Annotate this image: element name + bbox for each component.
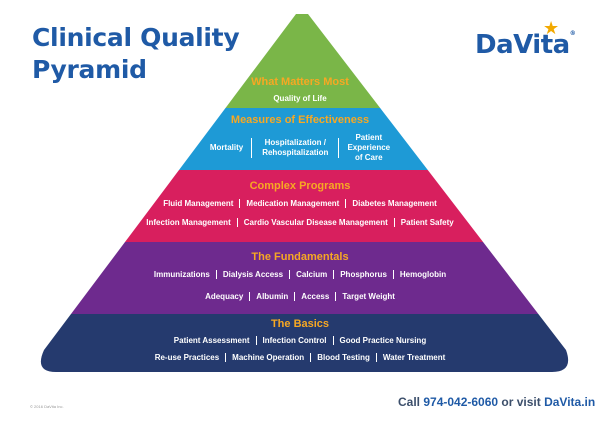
title-line-1: Clinical Quality — [32, 23, 240, 52]
logo-registered-mark: ® — [569, 30, 576, 37]
tier-complex-row-2: Infection Management Cardio Vascular Dis… — [0, 218, 600, 227]
tier-item: Hospitalization / Rehospitalization — [251, 138, 340, 158]
tier-title-complex: Complex Programs — [249, 180, 351, 192]
star-icon: ★ — [543, 18, 559, 39]
tier-title-basics: The Basics — [270, 318, 330, 330]
tier-basics-row-1: Patient Assessment Infection Control Goo… — [0, 336, 600, 345]
tier-item: Machine Operation — [225, 353, 310, 362]
tier-item: Dialysis Access — [215, 270, 289, 279]
tier-item: Phosphorus — [333, 270, 393, 279]
tier-item: Good Practice Nursing — [332, 336, 433, 345]
tier-item: Target Weight — [335, 292, 401, 301]
tier-item: Diabetes Management — [345, 199, 442, 208]
tier-item: Access — [294, 292, 335, 301]
tier-item: Immunizations — [153, 270, 210, 279]
tier-item: Adequacy — [205, 292, 244, 301]
tier-basics-row-2: Re-use Practices Machine Operation Blood… — [0, 353, 600, 362]
tier-title-fundamentals: The Fundamentals — [251, 251, 349, 263]
footer-prefix: Call — [398, 395, 424, 409]
tier-item: Re-use Practices — [154, 353, 220, 362]
tier-item: Fluid Management — [163, 199, 234, 208]
logo-text: DaVita — [475, 30, 570, 60]
tier-fundamentals-row-2: Adequacy Albumin Access Target Weight — [0, 292, 600, 301]
tier-complex-row-1: Fluid Management Medication Management D… — [0, 199, 600, 208]
tier-item: Infection Control — [255, 336, 333, 345]
tier-fundamentals-row-1: Immunizations Dialysis Access Calcium Ph… — [0, 270, 600, 279]
tier-top-row: Quality of Life — [0, 94, 600, 103]
tier-item: Patient Experience of Care — [339, 133, 398, 163]
tier-item-line: Patient — [355, 133, 383, 142]
tier-item: Calcium — [289, 270, 333, 279]
tier-item: Water Treatment — [375, 353, 451, 362]
tier-band-top — [40, 14, 569, 108]
tier-item: Medication Management — [239, 199, 345, 208]
tier-band-basics — [40, 314, 569, 372]
davita-logo: ★ DaVita® — [475, 18, 576, 60]
tier-item: Patient Safety — [393, 218, 460, 227]
website-link[interactable]: DaVita.in — [544, 395, 596, 409]
phone-number[interactable]: 974-042-6060 — [423, 395, 499, 409]
tier-band-fundamentals — [40, 242, 569, 314]
tier-item: Hemoglobin — [392, 270, 452, 279]
tier-item-line: Rehospitalization — [262, 148, 329, 157]
page-title: Clinical Quality Pyramid — [32, 22, 240, 86]
tier-title-effectiveness: Measures of Effectiveness — [230, 114, 370, 126]
title-line-2: Pyramid — [32, 55, 147, 84]
tier-item-line: Experience — [347, 143, 391, 152]
copyright: © 2016 DaVita Inc. — [30, 404, 64, 409]
tier-item: Infection Management — [146, 218, 231, 227]
footer-middle: or visit — [498, 395, 545, 409]
tier-item-label: Mortality — [209, 143, 244, 152]
tier-item-line: of Care — [355, 153, 383, 162]
tier-effectiveness-row: Mortality Hospitalization / Rehospitaliz… — [0, 132, 600, 164]
tier-item: Cardio Vascular Disease Management — [236, 218, 394, 227]
tier-item: Quality of Life — [273, 94, 327, 103]
tier-item: Mortality — [202, 143, 251, 153]
tier-item: Albumin — [249, 292, 294, 301]
tier-title-top: What Matters Most — [251, 76, 349, 88]
tier-item: Blood Testing — [310, 353, 376, 362]
tier-item-line: Hospitalization / — [264, 138, 326, 147]
tier-item: Patient Assessment — [173, 336, 250, 345]
contact-footer: Call 974-042-6060 or visit DaVita.in — [398, 395, 595, 409]
